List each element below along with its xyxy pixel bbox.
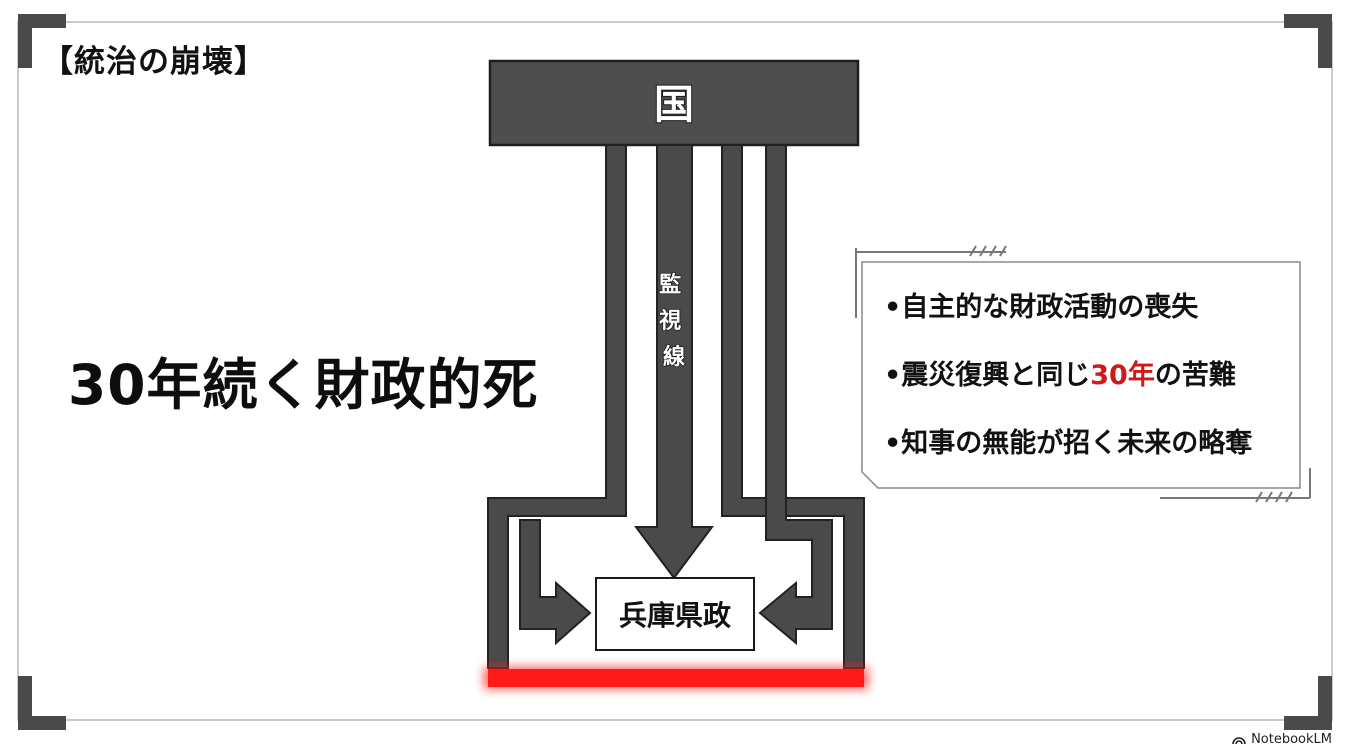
center-box-label: 兵庫県政 xyxy=(619,599,731,632)
bullet-list: •自主的な財政活動の喪失 •震災復興と同じ30年の苦難 •知事の無能が招く未来の… xyxy=(870,268,1290,486)
brand-watermark: NotebookLM xyxy=(1232,732,1332,747)
left-bent-arrow xyxy=(519,519,592,646)
center-box xyxy=(595,577,755,651)
right-bent-arrow xyxy=(758,144,833,646)
top-box-label: 国 xyxy=(654,82,694,128)
red-base-bar xyxy=(488,669,864,687)
bullet-item: •震災復興と同じ30年の苦難 xyxy=(884,360,1236,391)
bullet-item: •知事の無能が招く未来の略奪 xyxy=(884,428,1253,459)
notebooklm-icon xyxy=(1232,736,1246,744)
center-down-arrow xyxy=(634,144,714,580)
bullet-item: •自主的な財政活動の喪失 xyxy=(884,292,1199,323)
surveillance-label: 監 視 線 xyxy=(659,273,689,370)
highlight-text: 30年 xyxy=(1090,360,1155,391)
headline: 30年続く財政的死 xyxy=(68,353,539,417)
top-box xyxy=(488,59,860,147)
section-label: 【統治の崩壊】 xyxy=(42,44,266,80)
